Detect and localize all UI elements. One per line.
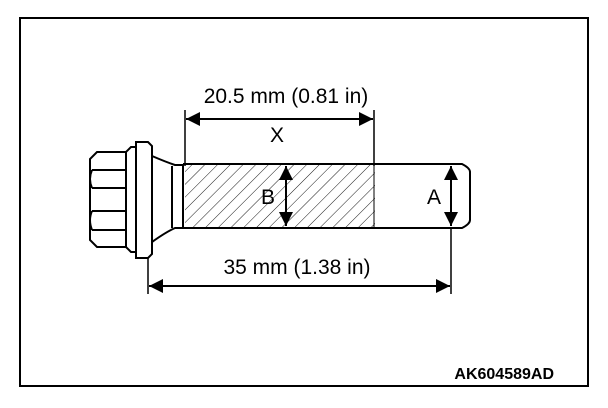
bolt-neck [151, 155, 184, 243]
bolt-head [89, 141, 153, 259]
b-dimension-letter: B [261, 186, 275, 209]
x-dimension-letter: X [270, 124, 284, 147]
hatched-section [185, 164, 375, 228]
total-length-dimension [147, 228, 452, 294]
figure-code: AK604589AD [454, 366, 554, 383]
total-length-value: 35 mm (1.38 in) [223, 256, 370, 279]
x-dimension [184, 110, 375, 166]
figure-frame [19, 17, 589, 387]
x-dimension-value: 20.5 mm (0.81 in) [204, 85, 369, 108]
a-dimension-letter: A [427, 186, 441, 209]
